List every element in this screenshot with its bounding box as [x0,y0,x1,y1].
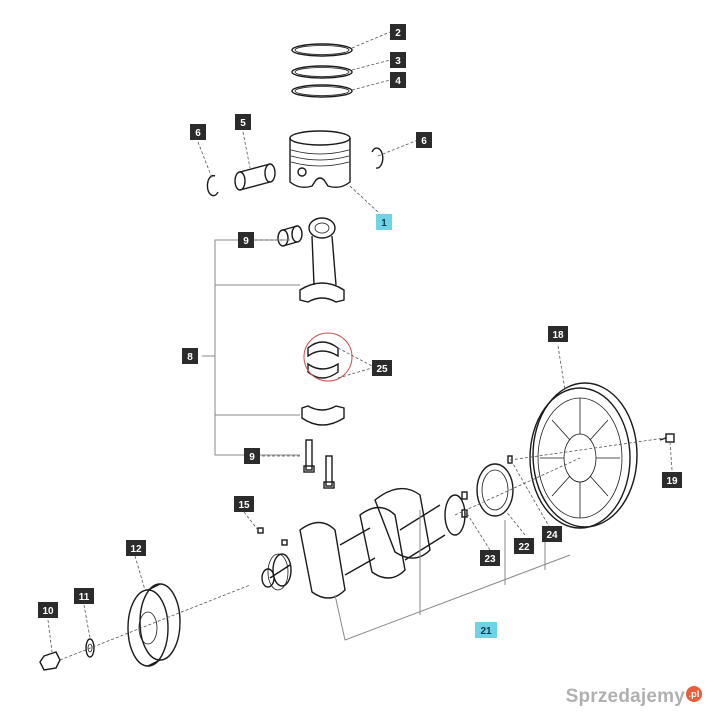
connecting-rod [299,217,345,303]
callout-22-label: 22 [518,542,530,553]
callout-7-label: 8 [187,352,193,363]
callout-21: 21 [475,622,497,638]
callout-23-label: 23 [484,554,496,565]
connecting-rod-cap [301,405,345,426]
rod-bolts [303,439,335,489]
rear-seal [476,463,514,517]
callout-5-label: 5 [240,118,246,129]
watermark-text: Sprzedajemy [565,686,685,707]
callout-6-right: 6 [416,132,432,148]
flywheel [529,382,638,529]
callout-6-right-label: 6 [421,136,427,147]
callout-19: 19 [662,472,682,488]
callout-2: 2 [390,24,406,40]
small-end-bush [277,225,303,247]
callout-4: 4 [390,72,406,88]
callout-22: 22 [514,538,534,554]
bracket-21 [334,510,571,641]
callout-25-label: 25 [376,364,388,375]
circlip-left [206,174,219,197]
callout-11: 11 [74,588,94,604]
callout-12: 12 [126,540,146,556]
bearing-shells [307,341,339,379]
assembly-axis [59,437,666,661]
circlip-right [371,147,384,169]
callout-10: 10 [38,602,58,618]
callout-24: 24 [542,526,562,542]
callout-6-left: 6 [190,124,206,140]
callout-10-label: 10 [42,606,54,617]
callout-1-label: 1 [381,218,387,229]
piston-pin [234,163,276,191]
crank-nut [39,651,61,671]
callout-18-label: 18 [552,330,564,341]
callout-1: 1 [376,214,392,230]
callout-19-label: 19 [666,476,678,487]
piston-ring-middle [291,65,353,79]
callout-3: 3 [390,52,406,68]
callout-25: 25 [372,360,392,376]
callout-2-label: 2 [395,28,401,39]
highlight-circle [303,332,353,382]
piston-ring-top [291,43,353,57]
piston [289,130,351,189]
callout-8-label: 9 [249,452,255,463]
leader-lines [47,31,673,653]
callout-15-label: 15 [238,500,250,511]
dowel-pins [461,455,513,518]
callout-11-label: 11 [79,592,90,603]
crankshaft-gear [257,527,289,591]
piston-ring-oil [291,84,353,98]
callout-9-label: 9 [243,236,249,247]
callout-24-label: 24 [546,530,558,541]
callout-15: 15 [234,496,254,512]
crankshaft [261,487,466,599]
callout-21-label: 21 [480,626,492,637]
callout-6-left-label: 6 [195,128,201,139]
callout-4-label: 4 [395,76,401,87]
callout-8: 9 [244,448,260,464]
callout-18: 18 [548,326,568,342]
callout-23: 23 [480,550,500,566]
callout-3-label: 3 [395,56,401,67]
watermark: Sprzedajemy.pl [566,686,702,708]
callout-12-label: 12 [130,544,142,555]
bracket-7 [202,239,300,456]
washer [85,638,95,658]
callout-7: 8 [182,348,198,364]
front-pulley [127,583,181,667]
flywheel-bolt [659,433,675,443]
callout-5: 5 [235,114,251,130]
callout-9: 9 [238,232,254,248]
watermark-suffix: .pl [686,686,702,702]
